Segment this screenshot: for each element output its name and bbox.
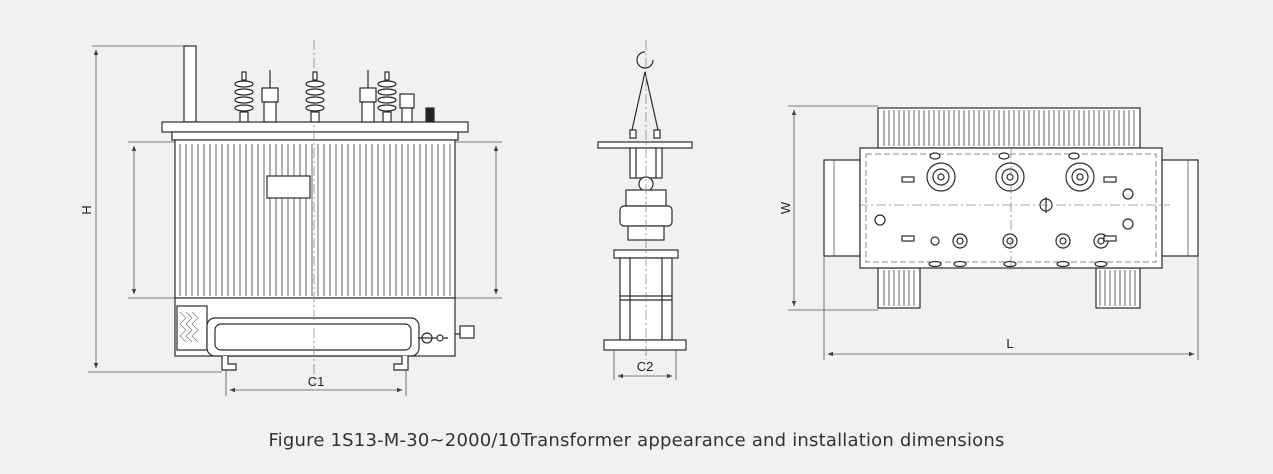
side-base bbox=[603, 339, 687, 351]
side-radiator-right bbox=[1161, 159, 1199, 257]
top-cover bbox=[161, 121, 469, 133]
lifting-hook bbox=[636, 51, 654, 69]
hv-bushing bbox=[377, 71, 397, 123]
side-radiator-left bbox=[823, 159, 861, 257]
dim-label-l: L bbox=[1006, 336, 1013, 351]
top-view bbox=[823, 107, 1199, 309]
conservator-pipe bbox=[183, 45, 197, 123]
dim-label-h: H bbox=[79, 205, 94, 214]
hv-bushing bbox=[305, 71, 325, 123]
tank-body bbox=[174, 139, 456, 299]
side-view bbox=[597, 40, 693, 360]
dim-label-c1: C1 bbox=[308, 374, 325, 389]
side-top-plate bbox=[597, 141, 693, 149]
dim-label-w: W bbox=[778, 201, 793, 214]
front-view bbox=[161, 40, 475, 385]
hv-bushing bbox=[234, 71, 254, 123]
side-dimensions bbox=[613, 350, 677, 380]
dim-label-c2: C2 bbox=[637, 359, 654, 374]
figure-caption: Figure 1S13-M-30~2000/10Transformer appe… bbox=[268, 430, 1005, 451]
nameplate bbox=[266, 175, 311, 199]
top-dimensions bbox=[788, 105, 1199, 360]
front-dimensions bbox=[88, 45, 502, 396]
oil-gauge-box bbox=[176, 305, 208, 351]
